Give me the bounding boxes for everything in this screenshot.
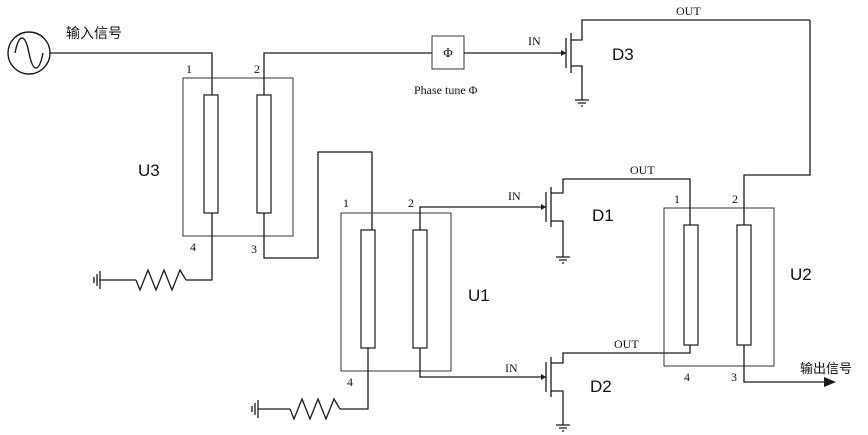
transistor-d3-label: D3 (612, 45, 634, 64)
coupler-u2-line-a (684, 225, 698, 345)
coupler-u3-body (183, 78, 293, 236)
u3-port3-label: 3 (251, 242, 257, 256)
transistor-d3 (552, 20, 810, 100)
u1-port1-label: 1 (343, 196, 349, 210)
coupler-u3-line-a (204, 95, 218, 213)
coupler-u2-line-b (737, 225, 751, 345)
coupler-u2-label: U2 (790, 265, 812, 284)
phase-tuner-symbol: Φ (443, 45, 453, 60)
termination-resistor-u3 (136, 270, 186, 290)
u2-port4-label: 4 (684, 370, 690, 384)
d3-in-label: IN (528, 34, 541, 48)
d1-out-label: OUT (630, 163, 655, 177)
transistor-d1-label: D1 (592, 206, 614, 225)
output-signal-label: 输出信号 (800, 361, 852, 377)
d2-out-label: OUT (614, 337, 639, 351)
input-signal-label: 输入信号 (66, 26, 122, 42)
coupler-u2-body (664, 208, 774, 366)
phase-tuner-label: Phase tune Φ (414, 83, 478, 97)
coupler-u1-body (341, 213, 451, 371)
u2-port3-label: 3 (731, 370, 737, 384)
output-arrow-icon (824, 377, 836, 387)
d2-in-label: IN (505, 361, 518, 375)
ground-icon (556, 257, 570, 263)
u1-port2-label: 2 (408, 196, 414, 210)
u3-port2-label: 2 (254, 62, 260, 76)
wire-u3-port2-to-phase (264, 53, 432, 95)
ground-icon (575, 100, 589, 106)
ground-icon (252, 400, 258, 418)
u3-port1-label: 1 (186, 62, 192, 76)
transistor-d2 (541, 345, 690, 425)
coupler-u1-label: U1 (468, 286, 490, 305)
transistor-d2-label: D2 (590, 377, 612, 396)
u3-port4-label: 4 (190, 240, 196, 254)
termination-resistor-u1 (290, 399, 340, 419)
ground-icon (94, 271, 100, 289)
d1-in-label: IN (508, 189, 521, 203)
u2-port2-label: 2 (732, 192, 738, 206)
wire-u1-port2-to-d1 (420, 207, 546, 230)
wire-u1-port3-to-d2 (420, 348, 546, 377)
wire-u1-port4-to-resistor (340, 348, 368, 409)
coupler-u3-label: U3 (138, 161, 160, 180)
u1-port4-label: 4 (347, 375, 353, 389)
coupler-u1-line-b (413, 230, 427, 348)
ground-icon (556, 425, 570, 431)
u2-port1-label: 1 (674, 192, 680, 206)
wire-u3-port3-to-u1-port1 (264, 152, 372, 258)
coupler-u1-line-a (361, 230, 375, 348)
transistor-d1 (541, 179, 690, 257)
coupler-u3-line-b (257, 95, 271, 213)
wire-d3-out-to-u2-port2 (744, 20, 810, 225)
signal-source (8, 32, 50, 74)
d3-out-label: OUT (676, 4, 701, 18)
